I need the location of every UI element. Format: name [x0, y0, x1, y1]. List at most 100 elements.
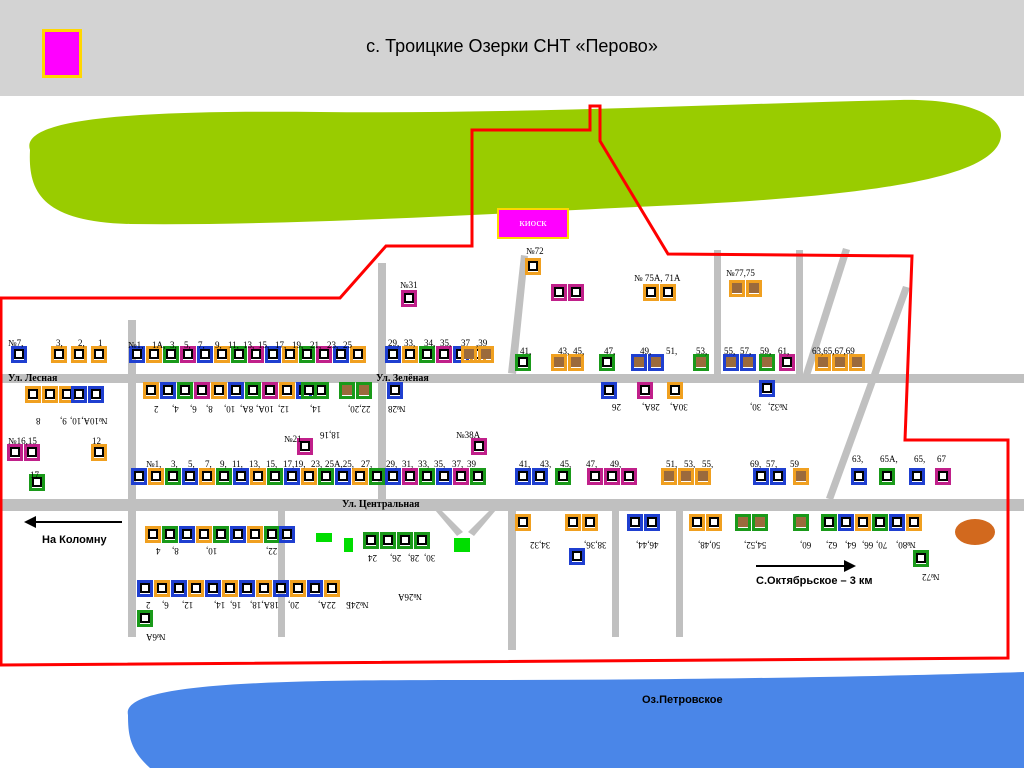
plot-label: 16, — [230, 600, 242, 610]
plot-label: №1, — [128, 340, 144, 350]
plot-label: 22,20, — [348, 404, 371, 414]
street-label-lesnaya: Ул. Лесная — [8, 373, 58, 384]
plot-label: №38А — [456, 430, 481, 440]
plot-label: 34,32 — [530, 540, 551, 550]
plot-label: 10, — [224, 404, 236, 414]
plot-marker — [131, 468, 147, 485]
plot-label: 50,48, — [698, 540, 721, 550]
plot-label: 37, — [452, 459, 464, 469]
plot-label: 47, — [604, 346, 616, 356]
plot-marker — [228, 382, 244, 399]
plot-marker — [333, 346, 349, 363]
plot-marker — [196, 526, 212, 543]
plot-marker — [913, 550, 929, 567]
plot-label: №28 — [388, 404, 406, 414]
plot-marker — [532, 468, 548, 485]
plot-label: 31, — [402, 459, 414, 469]
plot-label: 8А, — [240, 404, 254, 414]
plot-marker — [179, 526, 195, 543]
plot-label: 41, — [520, 346, 532, 356]
plot-label: 53, — [696, 346, 708, 356]
plot-marker — [247, 526, 263, 543]
plot-label: 18А,18, — [250, 600, 279, 610]
plot-marker — [71, 346, 87, 363]
plot-marker — [129, 346, 145, 363]
plot-marker — [906, 514, 922, 531]
territory-boundary — [0, 104, 1010, 667]
plot-marker — [194, 382, 210, 399]
road-v2 — [278, 510, 285, 637]
plot-marker — [297, 438, 313, 455]
plot-marker — [160, 382, 176, 399]
plot-label: 12, — [182, 600, 194, 610]
plot-marker — [851, 468, 867, 485]
plot-marker — [648, 354, 664, 371]
plot-marker — [569, 548, 585, 565]
plot-label: №32, — [768, 402, 788, 412]
plot-marker — [239, 580, 255, 597]
page-title: с. Троицкие Озерки СНТ «Перово» — [366, 36, 658, 56]
plot-marker — [197, 346, 213, 363]
plot-label: 37 — [461, 338, 470, 348]
plot-label: 11, — [228, 340, 239, 350]
plot-marker — [525, 258, 541, 275]
road-diag3 — [826, 286, 910, 500]
plot-label: 46,44, — [636, 540, 659, 550]
plot-marker — [627, 514, 643, 531]
plot-label: 70, — [876, 540, 888, 550]
plot-marker — [279, 526, 295, 543]
plot-label: 26 — [612, 402, 621, 412]
plot-label: 13, — [243, 340, 255, 350]
plot-marker — [42, 386, 58, 403]
plot-label: 23, — [311, 459, 323, 469]
plot-marker — [284, 468, 300, 485]
plot-label: 7, — [198, 340, 205, 350]
plot-marker — [855, 514, 871, 531]
plot-marker — [935, 468, 951, 485]
plot-marker — [290, 580, 306, 597]
plot-marker — [453, 468, 469, 485]
plot-marker — [11, 346, 27, 363]
plot-label: №80, — [896, 540, 916, 550]
plot-label: 33, — [418, 459, 430, 469]
plot-label: 19, — [292, 340, 304, 350]
plot-marker — [740, 354, 756, 371]
plot-marker — [551, 284, 567, 301]
plot-marker — [601, 382, 617, 399]
plot-label: 9, — [215, 340, 222, 350]
plot-marker — [301, 382, 317, 399]
plot-label: 3, — [171, 459, 178, 469]
plot-marker — [91, 346, 107, 363]
plot-marker — [339, 382, 355, 399]
plot-label: 43, — [540, 459, 552, 469]
kiosk-marker: киоск — [497, 208, 569, 239]
plot-label: 63,65,67,69 — [812, 346, 855, 356]
plot-marker — [324, 580, 340, 597]
plot-marker — [162, 526, 178, 543]
road-v8 — [508, 510, 516, 650]
plot-label: №72 — [526, 246, 544, 256]
plot-marker — [419, 468, 435, 485]
plot-marker — [335, 468, 351, 485]
plot-marker — [849, 354, 865, 371]
plot-marker — [759, 354, 775, 371]
plot-label: 22, — [266, 546, 278, 556]
road-lesnaya — [0, 374, 1024, 383]
plot-marker — [555, 468, 571, 485]
plot-label: 25А,25, — [325, 459, 354, 469]
plot-marker — [256, 580, 272, 597]
plot-label: ,39 — [476, 338, 488, 348]
plot-label: 28А, — [642, 402, 660, 412]
green-marker — [316, 533, 332, 542]
plot-marker — [356, 382, 372, 399]
plot-label: 17 — [30, 470, 39, 480]
plot-marker — [693, 354, 709, 371]
plot-marker — [565, 514, 581, 531]
plots-layer — [7, 258, 951, 627]
plot-label: 39 — [467, 459, 476, 469]
plot-marker — [182, 468, 198, 485]
direction-kolomna: На Коломну — [42, 534, 107, 546]
plot-marker — [471, 438, 487, 455]
plot-marker — [163, 346, 179, 363]
